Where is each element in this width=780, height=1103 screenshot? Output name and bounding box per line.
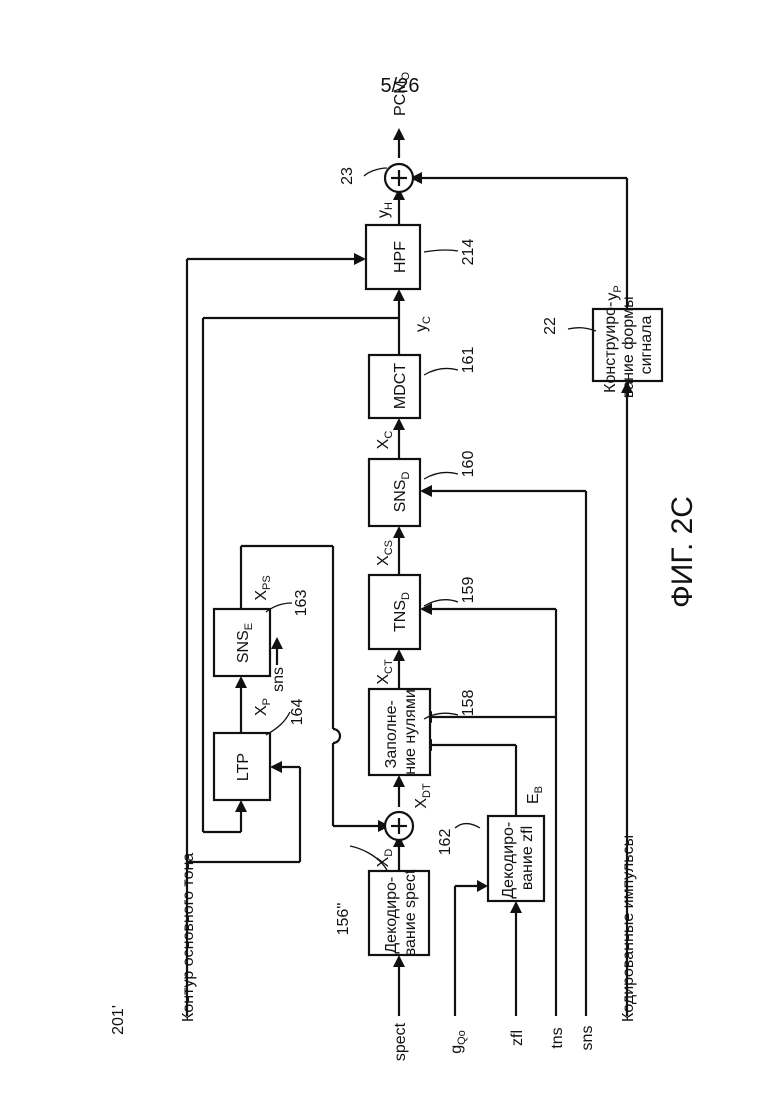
block-sns-e: SNSE [214,609,270,676]
signal-xdt: XDT [413,783,433,809]
ref-162: 162 [437,829,454,856]
svg-text:Конструиро- вание формы: Конструиро- вание формы сигнала [602,292,655,398]
input-coded-pulses: Кодированные импульсы [620,835,637,1022]
ref-23: 23 [339,167,356,185]
ref-164: 164 [289,699,306,726]
input-spect: spect [392,1022,409,1061]
signal-xp: XP [253,698,273,716]
ref-214: 214 [460,239,477,266]
ref-161: 161 [460,347,477,374]
signal-xd: XD [375,849,395,868]
signal-xps: XPS [253,575,273,600]
ref-160: 160 [460,451,477,478]
input-pitch-contour: Контур основного тона [180,853,197,1022]
block-zfl-decoding: Декодиро- вание zfl [488,816,544,901]
block-waveform-construction: Конструиро- вание формы сигнала [593,292,662,398]
input-sns-ltp: sns [270,667,287,692]
input-zfl: zfl [509,1030,526,1046]
signal-eb: EB [525,786,545,804]
svg-text:HPF: HPF [392,241,409,273]
signal-xcs: XCS [375,540,395,566]
figure-ref: 201' [110,1005,127,1035]
signal-yh: yH [375,202,395,218]
signal-yc: yC [413,316,433,332]
adder-mid [385,812,413,840]
signal-labels: XD XDT XP XPS XCT XCS XC yC yH yP EB PCM… [253,71,624,867]
input-g: gQo [448,1030,468,1054]
block-sns-d: SNSD [369,459,420,526]
ref-159: 159 [460,577,477,604]
ref-158: 158 [460,690,477,717]
input-sns: sns [579,1026,596,1051]
block-hpf: HPF [366,225,420,289]
signal-xct: XCT [375,659,395,685]
input-tns: tns [549,1027,566,1048]
block-ltp: LTP [214,733,270,800]
adder-output [385,164,413,192]
figure-caption: ФИГ. 2C [666,496,699,608]
ref-163: 163 [293,590,310,617]
arrowheads [235,128,633,967]
ref-156: 156'' [335,903,352,936]
block-mdct: MDCT [369,355,420,418]
signal-xc: XC [375,431,395,450]
block-tns-d: TNSD [369,575,420,649]
svg-text:MDCT: MDCT [392,363,409,409]
ref-22: 22 [542,317,559,335]
block-zero-filling: Заполне- ние нулями [369,689,430,775]
block-spect-decoding: Декодиро- вание spect [369,869,429,956]
svg-text:LTP: LTP [235,753,252,781]
